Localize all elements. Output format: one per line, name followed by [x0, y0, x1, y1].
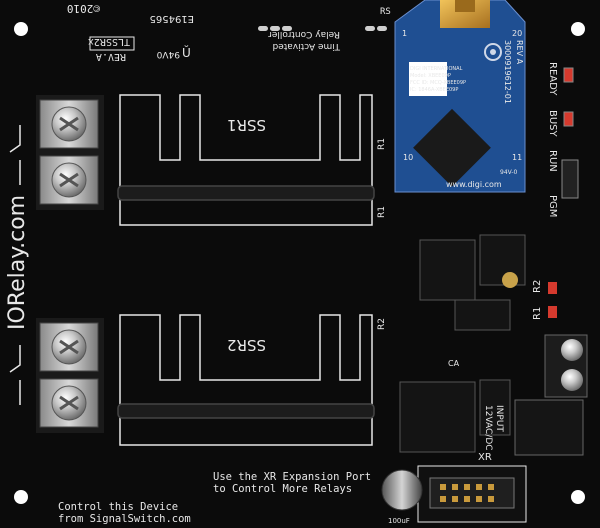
- mounting-hole-tl: [14, 22, 28, 36]
- r1-label-top: R1: [377, 138, 387, 150]
- power-label-1: 12VAC/DC: [483, 405, 493, 451]
- svg-text:DIGI INTERNATIONAL: DIGI INTERNATIONAL: [410, 66, 463, 72]
- terminal-block-bottom: [36, 318, 104, 433]
- r2-label-b: R2: [532, 280, 543, 293]
- r1-label-b: R1: [532, 307, 543, 320]
- power-jack: [514, 399, 584, 456]
- svg-text:Model: XBEE09P: Model: XBEE09P: [410, 73, 451, 79]
- mounting-hole-tr: [571, 22, 585, 36]
- xr-label: XR: [478, 452, 492, 463]
- ic-chips: [399, 234, 526, 453]
- ssr1-label: SSR1: [227, 116, 266, 134]
- xr-expansion-header: [417, 465, 527, 523]
- ssr1-footprint: [117, 94, 375, 226]
- svg-text:94V-0: 94V-0: [500, 169, 518, 176]
- r1-label-a: R1: [377, 206, 387, 218]
- ul-mark-icon: Ŭ: [182, 45, 191, 60]
- svg-text:11: 11: [512, 153, 522, 162]
- r1-led: [548, 306, 557, 318]
- feature-line1-text: Time Activated: [273, 41, 341, 51]
- mounting-holes: [14, 22, 585, 504]
- module-serial: 3000919612-01: [503, 40, 512, 104]
- svg-text:1: 1: [402, 29, 407, 38]
- terminal-block-top: [36, 95, 104, 210]
- ul-file-text: E194565: [150, 13, 195, 24]
- run-label: RUN: [547, 150, 558, 172]
- relay-schematic-marks: [9, 125, 21, 405]
- ready-led: [563, 67, 574, 83]
- control-note-line2: from SignalSwitch.com: [58, 513, 191, 525]
- svg-text:IC: 1846A-XBEE09P: IC: 1846A-XBEE09P: [410, 87, 458, 93]
- xbee-chip: [413, 108, 491, 187]
- r2-led: [548, 282, 557, 294]
- revision-text: REV.A: [96, 51, 126, 62]
- part-number-box: [89, 36, 135, 51]
- jumper-header: [561, 159, 579, 199]
- ssr2-footprint: [117, 314, 375, 446]
- part-number-text: TLSSR2x: [88, 36, 130, 47]
- xr-note-line2: to Control More Relays: [213, 483, 352, 495]
- busy-label: BUSY: [547, 110, 558, 138]
- svg-text:10: 10: [403, 153, 413, 162]
- pgm-label: PGM: [547, 195, 558, 217]
- svg-text:RS: RS: [380, 7, 391, 17]
- ssr2-label: SSR2: [227, 336, 266, 354]
- capacitor: [381, 469, 423, 511]
- control-note-line1: Control this Device: [58, 501, 178, 513]
- solder-pads-top: RS: [258, 7, 391, 31]
- busy-led: [563, 111, 574, 127]
- power-terminal: [544, 334, 588, 398]
- brand-text: IORelay.com: [5, 195, 30, 330]
- power-label-2: INPUT: [494, 405, 504, 432]
- ready-label: READY: [547, 62, 558, 96]
- svg-text:20: 20: [512, 29, 522, 38]
- xr-note-line1: Use the XR Expansion Port: [213, 471, 371, 483]
- svg-text:FCC ID: MCQ-XBEE09P: FCC ID: MCQ-XBEE09P: [410, 80, 466, 86]
- mounting-hole-br: [571, 490, 585, 504]
- capacitor-label: 100uF: [388, 517, 410, 525]
- feature-line2-text: Relay Controller: [268, 29, 340, 39]
- ul-rating-text: 94V0: [156, 49, 180, 59]
- copyright-text: ©2010: [67, 2, 100, 15]
- mounting-hole-bl: [14, 490, 28, 504]
- r2-label-a: R2: [377, 318, 387, 330]
- module-url: www.digi.com: [446, 180, 502, 189]
- xbee-module: DIGI INTERNATIONAL Model: XBEE09P FCC ID…: [394, 0, 526, 193]
- ca-label: CA: [448, 359, 460, 368]
- module-rev: REV A: [515, 40, 524, 65]
